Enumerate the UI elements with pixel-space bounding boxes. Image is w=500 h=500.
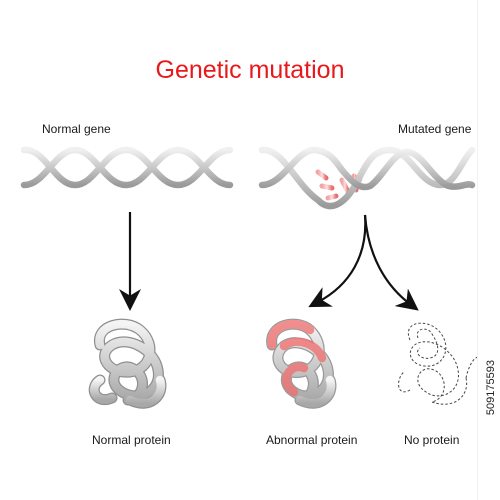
mutated-gene-label: Mutated gene bbox=[398, 122, 472, 136]
arrow-to-abnormal-protein bbox=[308, 214, 367, 308]
abnormal-protein-icon bbox=[266, 318, 337, 409]
normal-protein-label: Normal protein bbox=[92, 433, 171, 447]
normal-gene-label: Normal gene bbox=[42, 122, 111, 136]
mutated-dna-helix-icon bbox=[258, 146, 476, 210]
dashed-protein-outline-icon bbox=[398, 322, 485, 405]
stock-image-id: 509175593 bbox=[485, 360, 497, 416]
abnormal-protein-label: Abnormal protein bbox=[266, 433, 358, 447]
normal-dna-helix-icon bbox=[20, 146, 234, 189]
arrow-to-no-protein bbox=[363, 214, 419, 311]
folded-protein-icon bbox=[88, 318, 167, 409]
diagram-title: Genetic mutation bbox=[155, 56, 345, 84]
no-protein-label: No protein bbox=[404, 433, 460, 447]
stock-watermark-strip bbox=[477, 0, 500, 500]
